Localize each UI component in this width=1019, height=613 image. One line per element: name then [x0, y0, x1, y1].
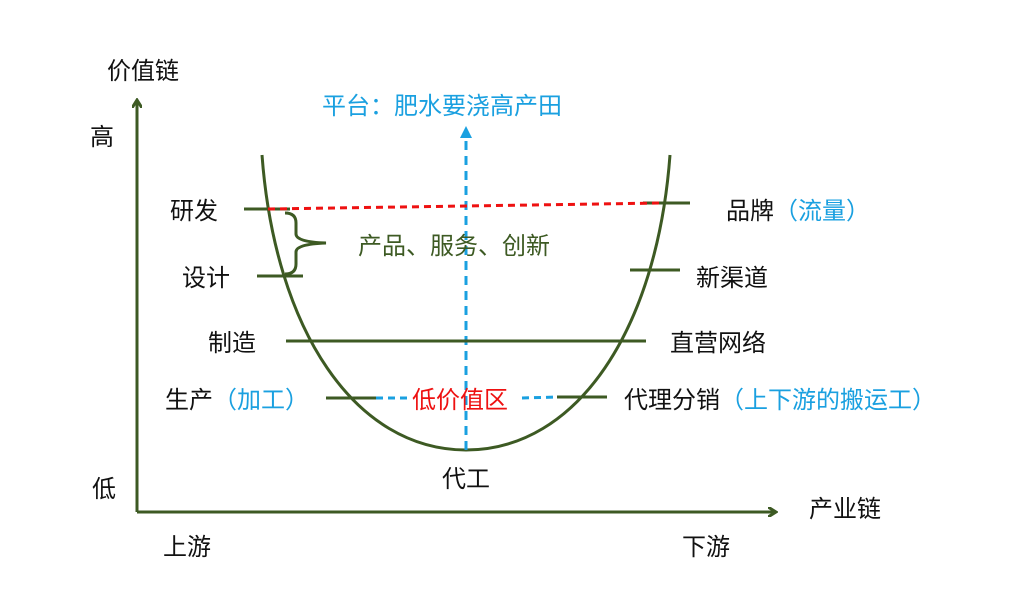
distribution-note: （上下游的搬运工）: [720, 386, 936, 414]
brand-label: 品牌（流量）: [726, 197, 870, 225]
x-axis-label: 产业链: [809, 495, 881, 523]
direct-network-label: 直营网络: [670, 329, 766, 357]
x-upstream-label: 上游: [163, 533, 211, 561]
design-label: 设计: [182, 264, 230, 292]
y-low-label: 低: [92, 475, 116, 503]
innovation-brace: [284, 211, 327, 276]
manufacture-label: 制造: [208, 329, 256, 357]
production-label: 生产（加工）: [165, 386, 309, 414]
oem-label: 代工: [442, 465, 490, 493]
distribution-text: 代理分销: [624, 386, 720, 414]
production-note: （加工）: [213, 386, 309, 414]
x-downstream-label: 下游: [682, 533, 730, 561]
y-axis-label: 价值链: [107, 57, 179, 85]
y-high-label: 高: [90, 123, 114, 151]
innovation-label: 产品、服务、创新: [358, 232, 550, 260]
brand-note: （流量）: [774, 197, 870, 225]
production-text: 生产: [165, 386, 213, 414]
brand-text: 品牌: [726, 197, 774, 225]
research-label: 研发: [170, 197, 218, 225]
low-value-line-right: [521, 395, 558, 400]
distribution-label: 代理分销（上下游的搬运工）: [624, 386, 936, 414]
platform-label: 平台：肥水要浇高产田: [322, 92, 562, 120]
low-value-zone-label: 低价值区: [412, 386, 508, 414]
research-brand-line: [267, 201, 664, 211]
new-channel-label: 新渠道: [696, 264, 768, 292]
